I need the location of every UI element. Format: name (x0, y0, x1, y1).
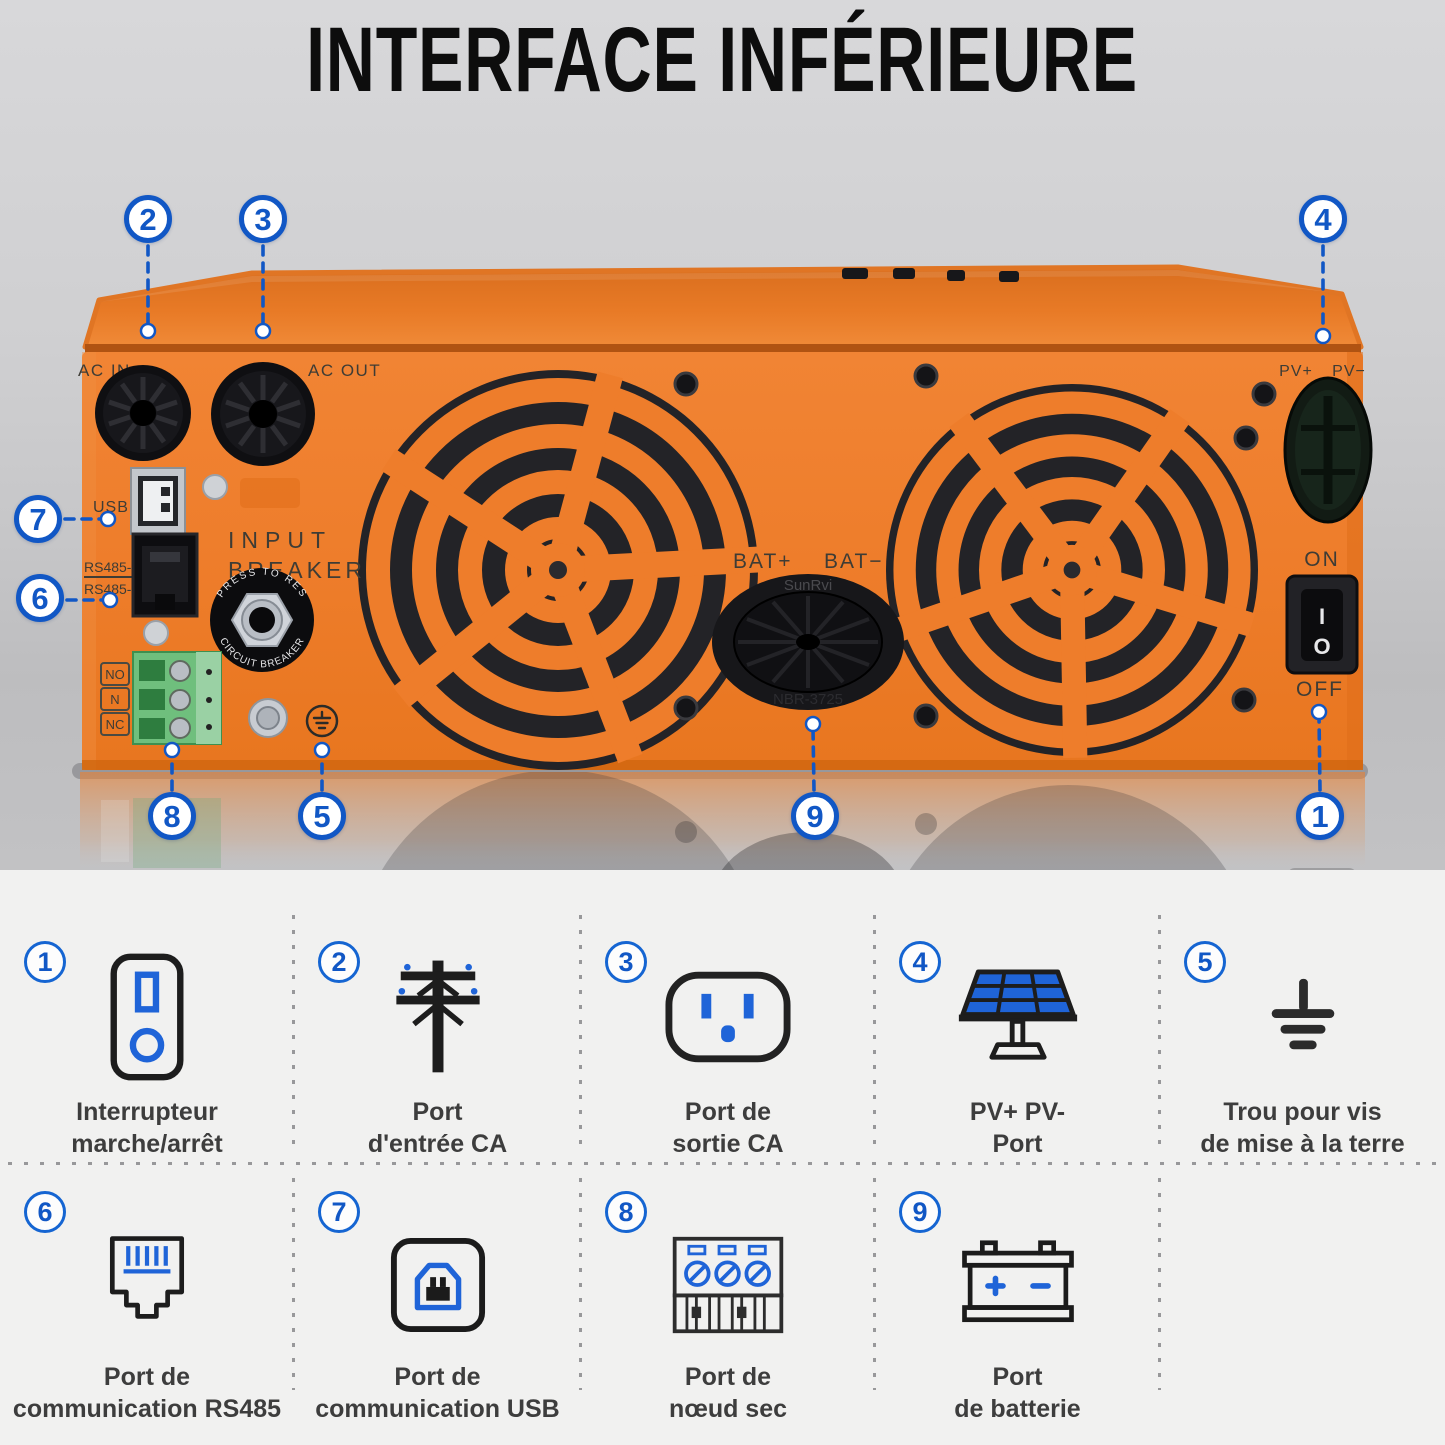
pv-plus-label: PV+ (1279, 363, 1313, 380)
on-label: ON (1304, 548, 1340, 571)
chassis-screws (673, 363, 1277, 729)
legend-label-1: Interrupteur marche/arrêt (71, 1098, 223, 1158)
legend-label-3: Port de sortie CA (672, 1098, 784, 1158)
relay-n-label: N (110, 692, 119, 707)
divider (579, 1178, 582, 1390)
legend-label-5: Trou pour vis de mise à la terre (1200, 1098, 1405, 1158)
usb-port: USB (93, 467, 186, 535)
rj45-icon (100, 1222, 194, 1347)
divider (1158, 915, 1161, 1155)
callout-7: 7 (14, 495, 62, 543)
pv-port: PV+ PV− (1279, 363, 1373, 524)
power-pole-icon (382, 952, 494, 1082)
callout-3: 3 (239, 195, 287, 243)
legend-number-3: 3 (605, 941, 647, 983)
ac-outlet-icon (664, 952, 792, 1082)
ground-screw-hole (248, 698, 339, 738)
legend-label-6: Port de communication RS485 (12, 1363, 282, 1423)
legend-number-2: 2 (318, 941, 360, 983)
divider (873, 1178, 876, 1390)
legend-number-1: 1 (24, 941, 66, 983)
legend-number-8: 8 (605, 1191, 647, 1233)
rs485-2-label: RS485-2 (84, 581, 139, 597)
ac-out-label: AC OUT (308, 361, 381, 380)
callout-1: 1 (1296, 792, 1344, 840)
rs485-port: RS485-1 RS485-2 (84, 532, 199, 618)
legend-item-5: 5 Trou pour vis de mise à la terre (1160, 880, 1445, 1160)
ground-icon (1259, 952, 1347, 1082)
legend-number-7: 7 (318, 1191, 360, 1233)
legend-label-8: Port de nœud sec (668, 1363, 788, 1423)
callout-8: 8 (148, 792, 196, 840)
device-reflection (80, 772, 1365, 870)
legend-number-4: 4 (899, 941, 941, 983)
right-fan-grille (886, 384, 1258, 759)
callout-9: 9 (791, 792, 839, 840)
callout-4: 4 (1299, 195, 1347, 243)
page-title: INTERFACE INFÉRIEURE (306, 9, 1139, 111)
solar-panel-icon (955, 952, 1081, 1082)
legend-item-8: 8 (581, 1170, 875, 1430)
legend-label-4: PV+ PV- Port (969, 1098, 1066, 1158)
usb-label: USB (93, 499, 129, 516)
recess-slot (240, 478, 300, 508)
divider (292, 915, 295, 1155)
grommet-model-label: NBR-3725 (773, 691, 843, 708)
legend-label-7: Port de communication USB (315, 1363, 560, 1423)
callout-2: 2 (124, 195, 172, 243)
legend-item-7: 7 Port de communication USB (294, 1170, 581, 1430)
divider (873, 915, 876, 1155)
divider (579, 915, 582, 1155)
divider (292, 1178, 295, 1390)
dry-contact-terminal: NO N NC (100, 651, 222, 745)
ac-in-port: AC IN (78, 361, 191, 461)
callout-6: 6 (16, 574, 64, 622)
legend-item-1: 1 Interrupteur marche/arrêt (0, 880, 294, 1160)
relay-no-label: NO (105, 667, 125, 682)
battery-icon (957, 1222, 1079, 1347)
relay-nc-label: NC (106, 717, 125, 732)
legend-item-6: 6 Port de communication RS485 (0, 1170, 294, 1430)
legend-label-2: Port d'entrée CA (367, 1098, 508, 1158)
rs485-1-label: RS485-1 (84, 559, 139, 575)
callout-lines (63, 244, 1332, 792)
divider (1158, 1178, 1161, 1390)
bat-plus-label: BAT+ (733, 550, 793, 573)
legend-item-4: 4 PV+ PV- Port (875, 880, 1160, 1160)
legend-number-6: 6 (24, 1191, 66, 1233)
legend-number-9: 9 (899, 1191, 941, 1233)
legend-item-2: 2 Port d'entrée CA (294, 880, 581, 1160)
callout-5: 5 (298, 792, 346, 840)
switch-off-symbol: O (1313, 634, 1330, 659)
legend-section: 1 Interrupteur marche/arrêt 2 (0, 870, 1445, 1445)
photo-section: INTERFACE INFÉRIEURE (0, 0, 1445, 870)
divider (8, 1162, 1437, 1165)
input-breaker: INPUT BREAKER PRESS TO RESET CIRCUIT BRE… (210, 527, 362, 672)
device-lid (82, 264, 1364, 353)
legend-label-9: Port de batterie (954, 1363, 1081, 1423)
switch-on-symbol: I (1319, 604, 1325, 629)
legend-item-3: 3 Port de sortie CA (581, 880, 875, 1160)
terminal-block-icon (669, 1222, 787, 1347)
off-label: OFF (1296, 678, 1344, 701)
input-breaker-label-1: INPUT (228, 527, 332, 553)
ac-out-port: AC OUT (211, 361, 381, 466)
bat-minus-label: BAT− (824, 550, 884, 573)
power-switch-icon (108, 952, 186, 1082)
legend-item-9: 9 Port de batterie (875, 1170, 1160, 1430)
left-fan-grille (358, 370, 761, 770)
inverter-bottom-view: AC IN AC OUT (63, 244, 1373, 870)
battery-port: BAT+ BAT− SunRvi NBR-3725 (712, 550, 904, 710)
grommet-brand-label: SunRvi (784, 577, 832, 594)
on-off-switch: ON I O OFF (1285, 548, 1359, 701)
pv-minus-label: PV− (1332, 363, 1366, 380)
legend-number-5: 5 (1184, 941, 1226, 983)
silver-screws (143, 474, 228, 646)
usb-b-icon (389, 1222, 487, 1347)
